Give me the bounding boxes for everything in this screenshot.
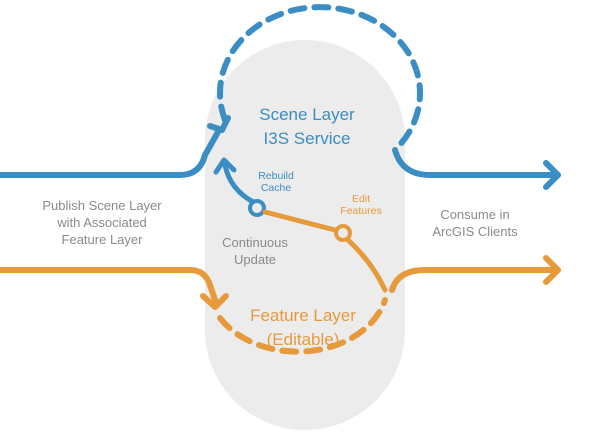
edit-features-node: [334, 224, 352, 242]
publish-label: Publish Scene Layer with Associated Feat…: [22, 197, 182, 248]
feature-input-flow-line: [0, 267, 218, 303]
edit-features-flow-line: [345, 237, 388, 293]
scene-output-flow-line: [392, 147, 561, 178]
rebuild-cache-arrow: [222, 162, 258, 206]
feature-input-arrowhead: [200, 293, 229, 310]
edit-features-line2: Features: [340, 205, 382, 217]
consume-line2: ArcGIS Clients: [432, 224, 518, 239]
scene-layer-title-line1: Scene Layer: [259, 105, 355, 124]
feature-layer-dashed-cycle: [217, 297, 388, 355]
publish-line3: Feature Layer: [61, 232, 143, 247]
scene-input-flow-line: [0, 129, 221, 178]
rebuild-cache-arrowhead: [213, 157, 237, 175]
feature-layer-title-line1: Feature Layer: [250, 306, 356, 325]
continuous-update-label: Continuous Update: [205, 234, 305, 268]
rebuild-cache-line2: Cache: [260, 182, 292, 194]
rebuild-cache-label: Rebuild Cache: [241, 170, 311, 194]
scene-layer-dashed-cycle: [216, 4, 423, 153]
feature-output-arrowhead: [543, 255, 561, 285]
edit-features-label: Edit Features: [330, 193, 392, 217]
rebuild-cache-node: [248, 199, 266, 217]
consume-label: Consume in ArcGIS Clients: [415, 206, 535, 240]
scene-layer-title-line2: I3S Service: [263, 129, 351, 148]
publish-line1: Publish Scene Layer: [42, 198, 162, 213]
continuous-update-line1: Continuous: [222, 235, 288, 250]
continuous-update-line2: Update: [234, 252, 276, 267]
feature-layer-title: Feature Layer (Editable): [228, 304, 378, 352]
feature-output-flow-line: [389, 267, 561, 293]
publish-line2: with Associated: [57, 215, 147, 230]
consume-line1: Consume in: [440, 207, 510, 222]
edit-features-line1: Edit: [351, 193, 371, 205]
feature-layer-title-line2: (Editable): [266, 330, 340, 349]
scene-output-arrowhead: [543, 160, 561, 190]
continuous-update-connector: [262, 209, 338, 233]
scene-layer-title: Scene Layer I3S Service: [232, 103, 382, 151]
rebuild-cache-line1: Rebuild: [258, 170, 294, 182]
